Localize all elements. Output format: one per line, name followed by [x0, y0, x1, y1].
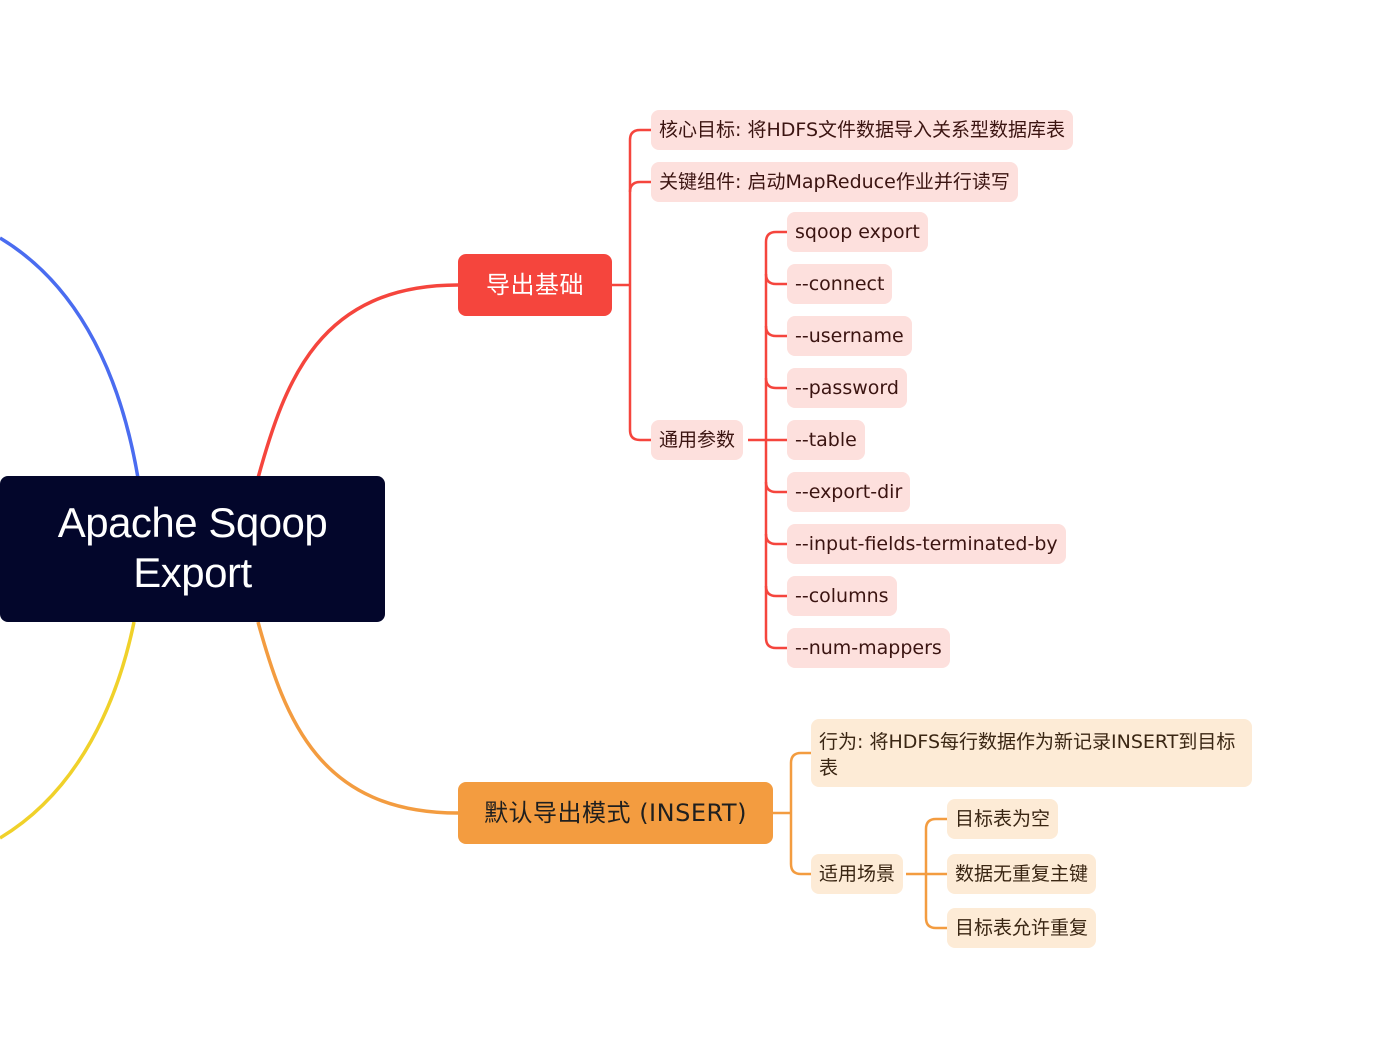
param-item[interactable]: --num-mappers [787, 628, 950, 668]
subtopic-behavior[interactable]: 行为: 将HDFS每行数据作为新记录INSERT到目标表 [811, 719, 1252, 787]
subtopic-common-params[interactable]: 通用参数 [651, 420, 744, 460]
param-item[interactable]: --input-fields-terminated-by [787, 524, 1066, 564]
connector-offscreen-blue [0, 236, 140, 479]
param-item[interactable]: sqoop export [787, 212, 928, 252]
connector-offscreen-yellow [0, 621, 136, 840]
subtopic-core-goal[interactable]: 核心目标: 将HDFS文件数据导入关系型数据库表 [651, 110, 1074, 150]
subtopic-key-component[interactable]: 关键组件: 启动MapReduce作业并行读写 [651, 162, 1018, 202]
use-case-item[interactable]: 目标表允许重复 [947, 908, 1097, 948]
topic-insert-mode[interactable]: 默认导出模式 (INSERT) [458, 782, 773, 844]
param-item[interactable]: --password [787, 368, 907, 408]
param-item[interactable]: --export-dir [787, 472, 911, 512]
central-topic-line2: Export [133, 549, 252, 596]
connector-root-basics [256, 283, 459, 479]
connector-root-insert [256, 621, 459, 815]
central-topic-line1: Apache Sqoop [57, 499, 328, 546]
central-topic[interactable]: Apache Sqoop Export [0, 476, 385, 622]
param-item[interactable]: --username [787, 316, 912, 356]
subtopic-use-cases[interactable]: 适用场景 [811, 854, 904, 894]
topic-basics[interactable]: 导出基础 [458, 254, 612, 316]
param-item[interactable]: --connect [787, 264, 893, 304]
use-case-item[interactable]: 数据无重复主键 [947, 854, 1097, 894]
use-case-item[interactable]: 目标表为空 [947, 799, 1059, 839]
param-item[interactable]: --columns [787, 576, 897, 616]
param-item[interactable]: --table [787, 420, 865, 460]
